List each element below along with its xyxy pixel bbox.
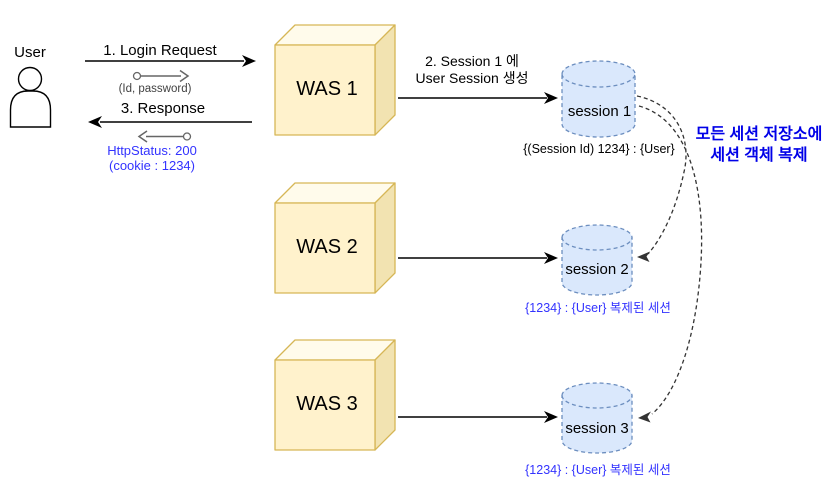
session-1-caption: {(Session Id) 1234} : {User} xyxy=(523,142,675,156)
was-1-box xyxy=(274,24,396,136)
was3-to-session3-arrow xyxy=(398,411,558,423)
session-1-label: session 1 xyxy=(567,103,632,120)
replication-note-line1: 모든 세션 저장소에 xyxy=(695,126,823,143)
was2-to-session2-arrow xyxy=(398,252,558,264)
session-2-label: session 2 xyxy=(565,261,629,278)
session-3-cylinder xyxy=(561,382,633,454)
replication-note-line2: 세션 객체 복제 xyxy=(710,147,808,164)
was-3-box xyxy=(274,339,396,451)
was-2-label: WAS 2 xyxy=(296,236,358,258)
login-payload-arrow xyxy=(132,69,190,83)
response-label: 3. Response xyxy=(120,100,206,117)
response-cookie-label: (cookie : 1234) xyxy=(109,158,195,173)
user-label: User xyxy=(14,44,46,61)
session-1-cylinder xyxy=(561,60,636,138)
response-arrow xyxy=(88,116,252,128)
login-request-label: 1. Login Request xyxy=(103,42,217,59)
was-1-label: WAS 1 xyxy=(296,78,358,100)
login-request-arrow xyxy=(85,55,256,67)
response-detail-arrow xyxy=(137,130,192,143)
login-payload-label: (Id, password) xyxy=(118,83,192,95)
was1-to-session1-arrow xyxy=(398,92,558,104)
replicate-to-session2-arrow xyxy=(636,95,687,262)
create-session-label-line1: 2. Session 1 에 xyxy=(425,53,519,69)
session-2-cylinder xyxy=(561,224,633,296)
user-icon xyxy=(9,66,52,128)
was-2-box xyxy=(274,182,396,294)
create-session-label-line2: User Session 생성 xyxy=(415,70,529,86)
response-status-label: HttpStatus: 200 xyxy=(107,143,197,158)
replicate-to-session3-arrow xyxy=(638,105,703,423)
was-3-label: WAS 3 xyxy=(296,393,358,415)
session-3-label: session 3 xyxy=(565,420,629,437)
session-3-caption: {1234} : {User} 복제된 세션 xyxy=(525,463,671,477)
session-2-caption: {1234} : {User} 복제된 세션 xyxy=(525,301,671,315)
